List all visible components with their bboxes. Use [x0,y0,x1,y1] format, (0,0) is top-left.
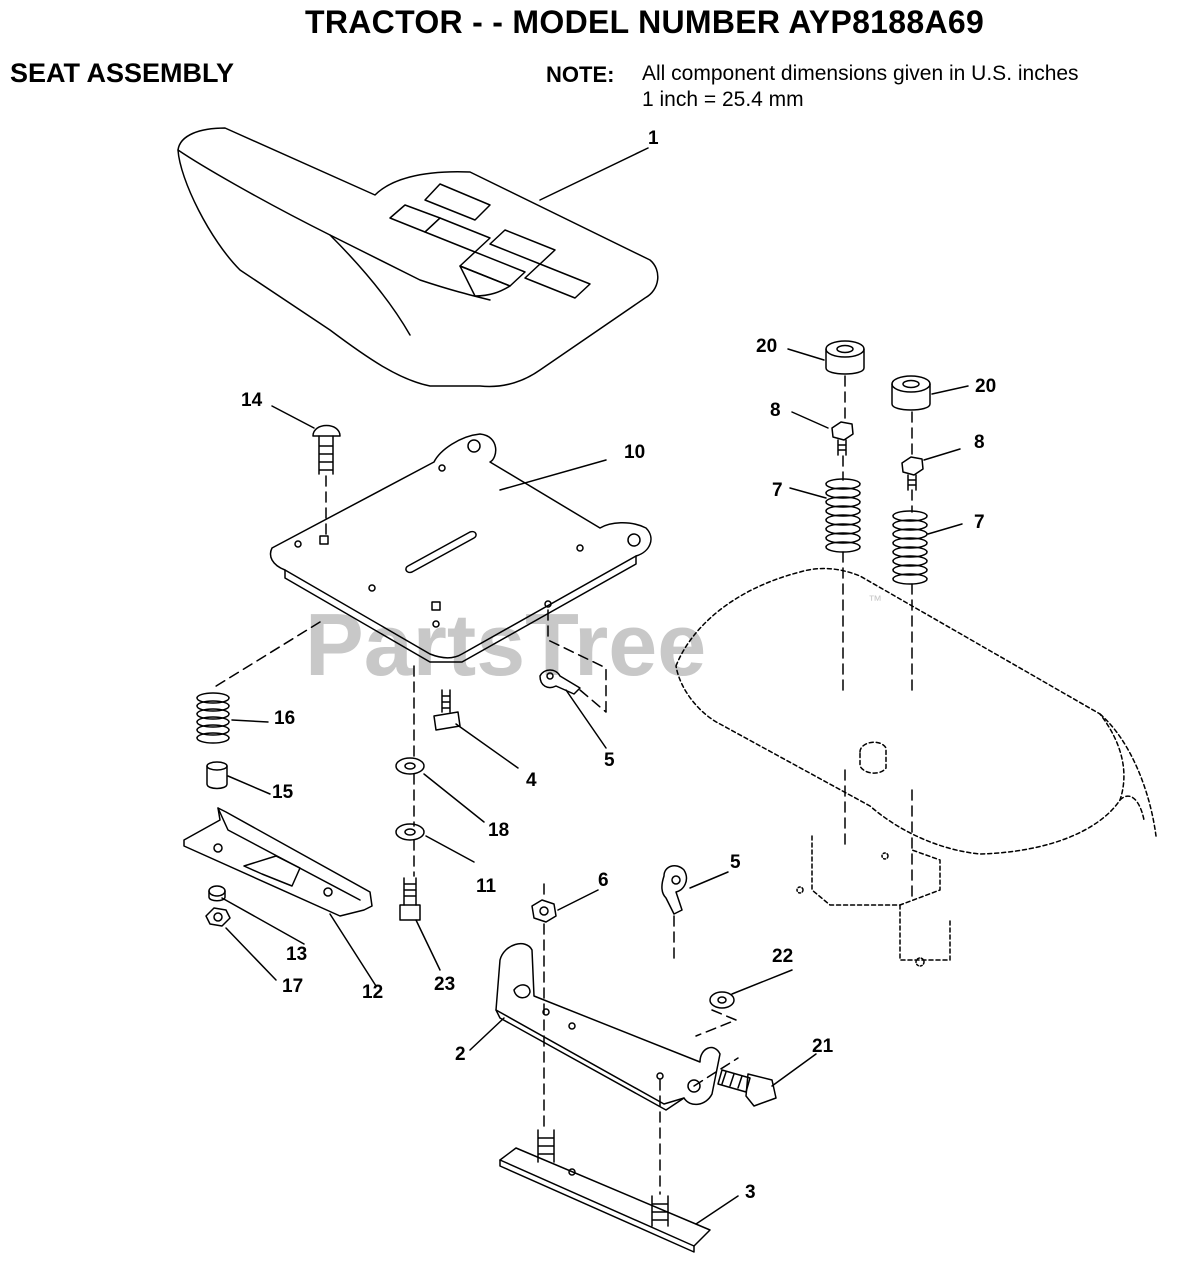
diagram-title: TRACTOR - - MODEL NUMBER AYP8188A69 [305,4,985,40]
callout-15: 15 [272,782,294,803]
callout-4: 4 [526,770,537,791]
seat-pan-part-10 [269,433,652,663]
callout-3: 3 [745,1182,756,1203]
watermark-trademark: ™ [868,592,882,608]
lock-nut-part-17 [205,907,231,927]
shoulder-bolt-part-21 [717,1069,777,1107]
note-text-conversion: 1 inch = 25.4 mm [642,88,804,111]
bracket-part-12 [183,807,373,917]
callout-20-left: 20 [756,336,777,357]
callout-16: 16 [274,708,295,729]
callout-18: 18 [488,820,509,841]
spring-part-16 [196,692,230,744]
bolt-part-8-right [901,456,924,491]
callout-7-right: 7 [974,512,985,533]
nut-part-13 [208,885,226,902]
clip-part-5-upper [539,669,581,695]
callout-22: 22 [772,946,793,967]
fender-frame [675,567,1157,967]
watermark-text: PartsTree [305,595,706,694]
washer-part-11 [395,823,425,841]
note-text-dimensions: All component dimensions given in U.S. i… [642,62,1079,85]
callout-5-upper: 5 [604,750,615,771]
callout-20-right: 20 [975,376,996,397]
callout-7-left: 7 [772,480,783,501]
callout-17: 17 [282,976,303,997]
clip-part-5-lower [661,865,688,915]
bushing-part-15 [206,761,228,790]
callout-12: 12 [362,982,383,1003]
spacer-part-20-left [825,340,865,375]
base-plate-part-3 [499,1129,711,1253]
callout-23: 23 [434,974,455,995]
callout-13: 13 [286,944,307,965]
spring-part-7-right [892,510,928,585]
callout-2: 2 [455,1044,466,1065]
callout-14: 14 [241,390,263,411]
callout-11: 11 [476,876,497,897]
seat-part [177,127,659,388]
callout-21: 21 [812,1036,834,1057]
carriage-bolt-part-14 [312,424,341,475]
spacer-part-20-right [891,375,931,411]
callout-8-left: 8 [770,400,781,421]
callout-1: 1 [648,128,659,149]
callout-labels: 1 20 20 14 8 8 10 7 7 16 4 5 15 18 11 6 … [241,128,996,1203]
washer-part-22 [709,991,735,1009]
section-title: SEAT ASSEMBLY [10,58,235,88]
alignment-lines [212,375,913,1195]
pivot-bracket-part-2 [495,942,721,1111]
callout-10: 10 [624,442,645,463]
note-label: NOTE: [546,62,615,87]
spring-part-7-left [825,478,861,553]
washer-part-18 [395,757,425,775]
callout-8-right: 8 [974,432,985,453]
leader-lines [221,147,969,1225]
nut-part-6 [531,899,557,923]
callout-5-lower: 5 [730,852,741,873]
bolt-part-8-left [831,421,854,456]
bolt-part-23 [399,877,421,921]
callout-6: 6 [598,870,609,891]
watermark: PartsTree ™ [305,592,882,694]
